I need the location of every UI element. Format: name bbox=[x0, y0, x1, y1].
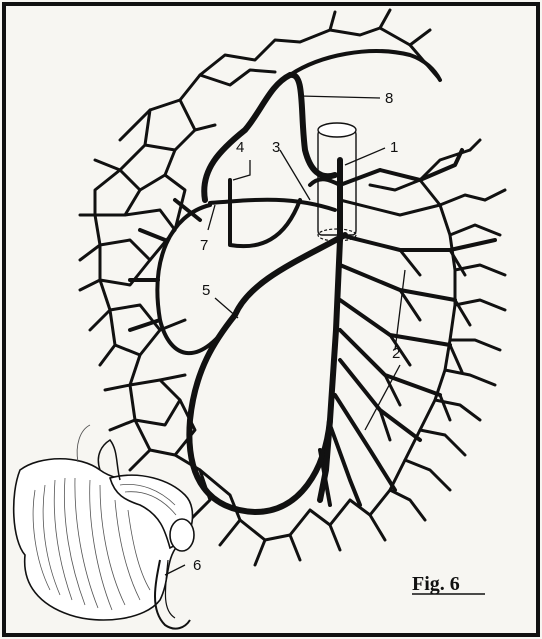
label-2: 2 bbox=[392, 345, 400, 362]
label-6: 6 bbox=[193, 557, 201, 574]
left-lobe bbox=[130, 200, 235, 353]
vessel-5 bbox=[189, 235, 345, 512]
organ-illustration bbox=[14, 425, 194, 629]
label-1: 1 bbox=[390, 139, 398, 156]
right-branches bbox=[320, 200, 495, 505]
label-8: 8 bbox=[385, 90, 393, 107]
label-4: 4 bbox=[236, 139, 244, 156]
vessel-3 bbox=[310, 179, 340, 185]
label-5: 5 bbox=[202, 282, 210, 299]
label-3: 3 bbox=[272, 139, 280, 156]
figure-caption: Fig. 6 bbox=[412, 573, 460, 595]
label-7: 7 bbox=[200, 237, 208, 254]
vessel-4 bbox=[230, 180, 300, 246]
upper-right-branch bbox=[340, 150, 462, 185]
